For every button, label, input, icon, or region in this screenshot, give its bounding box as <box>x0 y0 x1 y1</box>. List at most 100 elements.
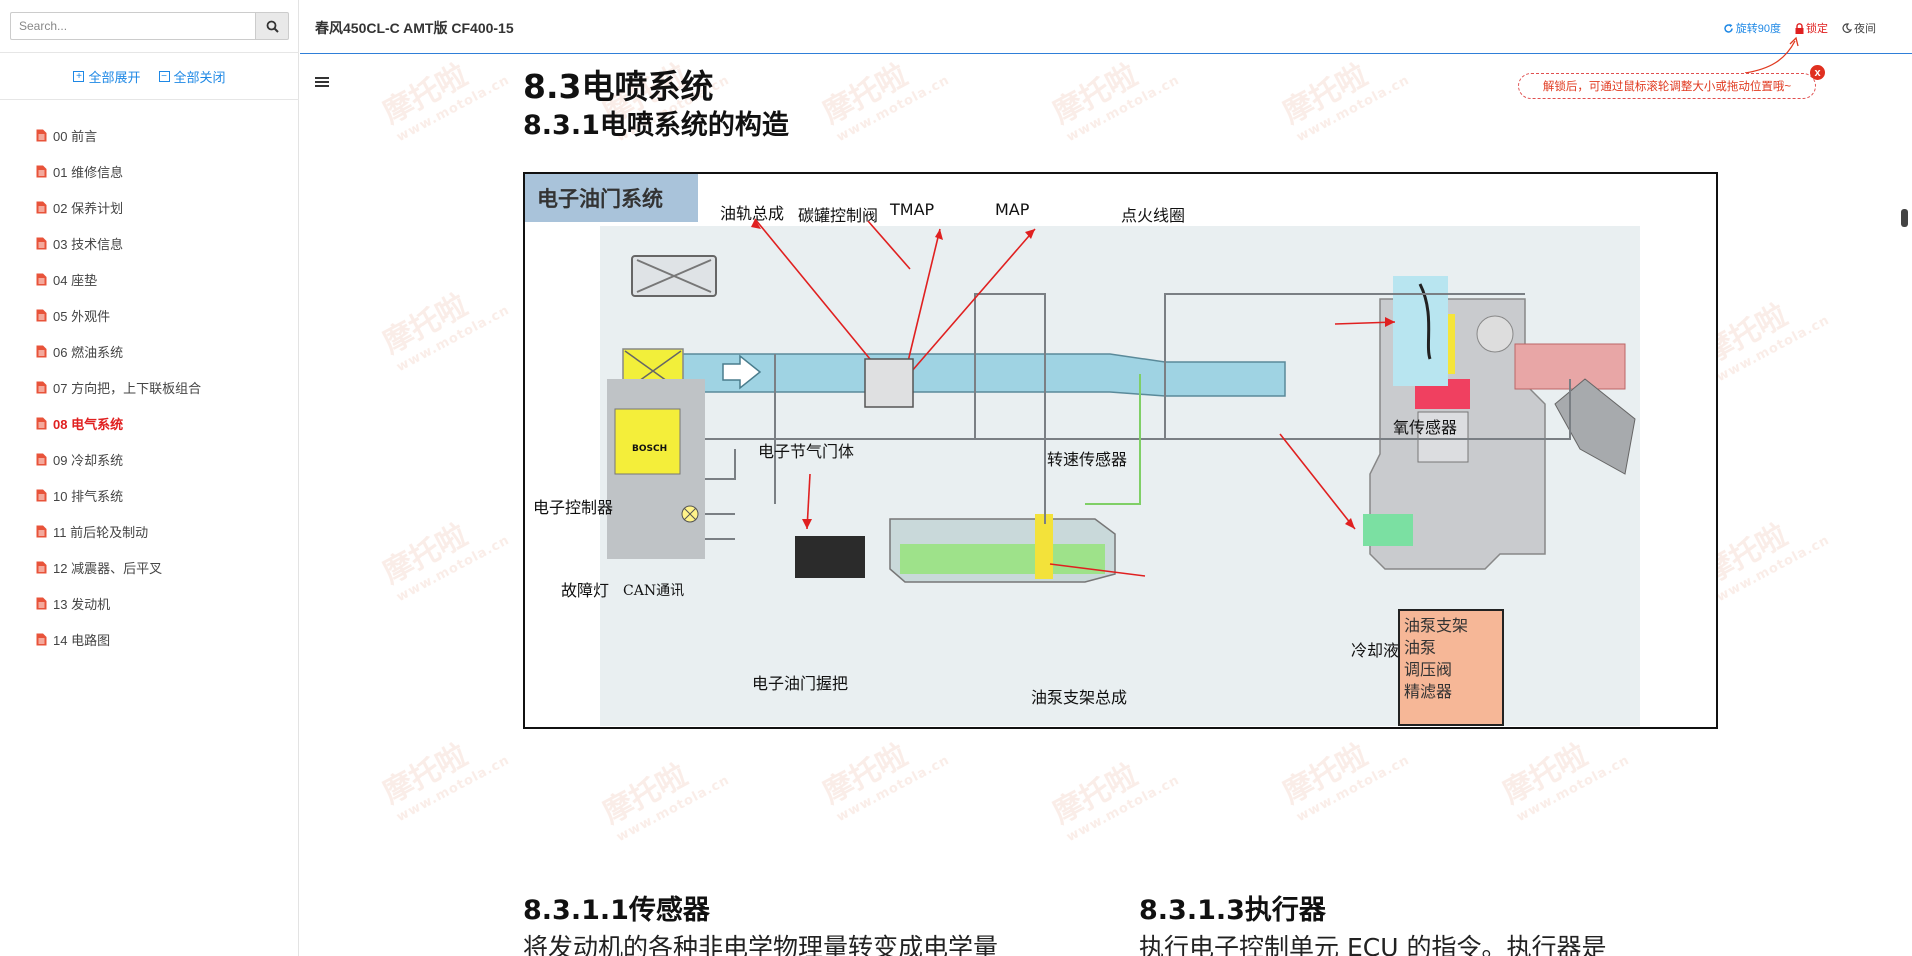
document-icon <box>36 273 47 285</box>
search-button[interactable] <box>255 12 289 40</box>
label-tmap: TMAP <box>890 200 935 219</box>
rotate-icon <box>1724 23 1733 33</box>
toc-item[interactable]: 01 维修信息 <box>36 153 201 189</box>
bosch-logo: BOSCH <box>632 444 668 454</box>
toc-item[interactable]: 07 方向把，上下联板组合 <box>36 369 201 405</box>
sidebar: + 全部展开 − 全部关闭 00 前言 01 维修信息 02 保养计划 03 技术信息… <box>0 0 299 956</box>
rotate-button[interactable]: 旋转90度 <box>1723 20 1781 36</box>
toc-item-label: 02 保养计划 <box>53 200 124 216</box>
label-speed-sensor: 转速传感器 <box>1047 450 1128 469</box>
header-actions: 旋转90度 锁定 夜间 <box>1723 20 1876 36</box>
fuel-components-box: 油泵支架 油泵 调压阀 精滤器 <box>1398 609 1504 726</box>
toc-item[interactable]: 05 外观件 <box>36 297 201 333</box>
document-icon <box>36 129 47 141</box>
document-icon <box>36 525 47 537</box>
efi-diagram: 电子油门系统 油轨总成 碳罐控制阀 TMAP MAP 点火线圈 电子节气门体 转… <box>523 172 1718 729</box>
lock-label: 锁定 <box>1806 23 1828 35</box>
toc-item-label: 10 排气系统 <box>53 488 124 504</box>
plus-square-icon: + <box>73 71 85 82</box>
document-icon <box>36 561 47 573</box>
toc-item[interactable]: 12 减震器、后平叉 <box>36 549 201 585</box>
section-subheading: 8.3.1电喷系统的构造 <box>523 110 789 141</box>
fuel-component: 精滤器 <box>1404 682 1453 701</box>
document-title: 春风450CL-C AMT版 CF400-15 <box>315 20 514 36</box>
document-icon <box>36 417 47 429</box>
document-icon <box>36 201 47 213</box>
night-mode-button[interactable]: 夜间 <box>1842 20 1876 36</box>
toc-item[interactable]: 02 保养计划 <box>36 189 201 225</box>
search-bar <box>10 12 289 40</box>
toc-item[interactable]: 09 冷却系统 <box>36 441 201 477</box>
menu-toggle-icon[interactable] <box>315 77 329 89</box>
toc-item-label: 08 电气系统 <box>53 416 124 432</box>
sensor-section-title: 8.3.1.1传感器 <box>523 895 710 926</box>
label-canister-valve: 碳罐控制阀 <box>798 206 879 225</box>
diagram-title: 电子油门系统 <box>525 174 698 222</box>
unlock-tip: 解锁后，可通过鼠标滚轮调整大小或拖动位置哦~ <box>1518 73 1816 99</box>
scrollbar-thumb[interactable] <box>1901 209 1908 227</box>
label-throttle-body: 电子节气门体 <box>758 442 855 461</box>
toc-item-label: 03 技术信息 <box>53 236 124 252</box>
toc-item[interactable]: 10 排气系统 <box>36 477 201 513</box>
label-ignition-coil: 点火线圈 <box>1121 206 1186 225</box>
toc-item[interactable]: 00 前言 <box>36 117 201 153</box>
header: 春风450CL-C AMT版 CF400-15 旋转90度 锁定 夜间 <box>300 0 1912 54</box>
toc-item[interactable]: 13 发动机 <box>36 585 201 621</box>
expand-all-button[interactable]: + 全部展开 <box>73 67 141 86</box>
lock-icon <box>1795 22 1804 34</box>
toc-item[interactable]: 14 电路图 <box>36 621 201 657</box>
document-icon <box>36 165 47 177</box>
toc-item-label: 13 发动机 <box>53 596 111 612</box>
label-o2-sensor: 氧传感器 <box>1393 418 1458 437</box>
toc-item[interactable]: 08 电气系统 <box>36 405 201 441</box>
toc-item-label: 11 前后轮及制动 <box>53 524 149 540</box>
label-can: CAN通讯 <box>623 583 685 599</box>
document-icon <box>36 489 47 501</box>
toc-item-label: 04 座垫 <box>53 272 98 288</box>
document-icon <box>36 633 47 645</box>
tip-arrow <box>1744 36 1799 74</box>
fuel-component: 调压阀 <box>1404 660 1453 679</box>
toc-item-label: 07 方向把，上下联板组合 <box>53 380 202 396</box>
toc-item-label: 05 外观件 <box>53 308 111 324</box>
label-ecu: 电子控制器 <box>533 498 614 517</box>
collapse-all-label: 全部关闭 <box>173 70 226 85</box>
divider <box>0 52 299 53</box>
label-fault-lamp: 故障灯 <box>561 581 610 600</box>
sensor-section-text: 将发动机的各种非电学物理量转变成电学量 <box>523 933 999 956</box>
tip-close-button[interactable]: x <box>1810 65 1825 80</box>
search-input[interactable] <box>10 12 255 40</box>
toc-item[interactable]: 03 技术信息 <box>36 225 201 261</box>
document-icon <box>36 381 47 393</box>
search-icon <box>266 20 279 33</box>
toc-item[interactable]: 04 座垫 <box>36 261 201 297</box>
document-icon <box>36 597 47 609</box>
lock-button[interactable]: 锁定 <box>1795 20 1828 36</box>
toc-item[interactable]: 11 前后轮及制动 <box>36 513 201 549</box>
document-icon <box>36 309 47 321</box>
document-icon <box>36 237 47 249</box>
document-icon <box>36 453 47 465</box>
moon-icon <box>1842 23 1852 33</box>
tree-controls: + 全部展开 − 全部关闭 <box>0 67 299 86</box>
label-fuel-rail: 油轨总成 <box>720 204 785 223</box>
toc-item-label: 00 前言 <box>53 128 98 144</box>
section-heading: 8.3电喷系统 <box>523 67 714 106</box>
toc-item[interactable]: 06 燃油系统 <box>36 333 201 369</box>
label-map: MAP <box>995 200 1030 219</box>
rotate-label: 旋转90度 <box>1735 23 1781 35</box>
expand-all-label: 全部展开 <box>88 70 141 85</box>
toc-item-label: 01 维修信息 <box>53 164 124 180</box>
label-throttle-grip: 电子油门握把 <box>752 674 849 693</box>
label-fuel-pump-assembly: 油泵支架总成 <box>1031 688 1128 707</box>
document-icon <box>36 345 47 357</box>
fuel-component: 油泵 <box>1404 638 1437 657</box>
collapse-all-button[interactable]: − 全部关闭 <box>158 67 226 86</box>
actuator-section-text: 执行电子控制单元 ECU 的指令。执行器是 <box>1139 933 1607 956</box>
